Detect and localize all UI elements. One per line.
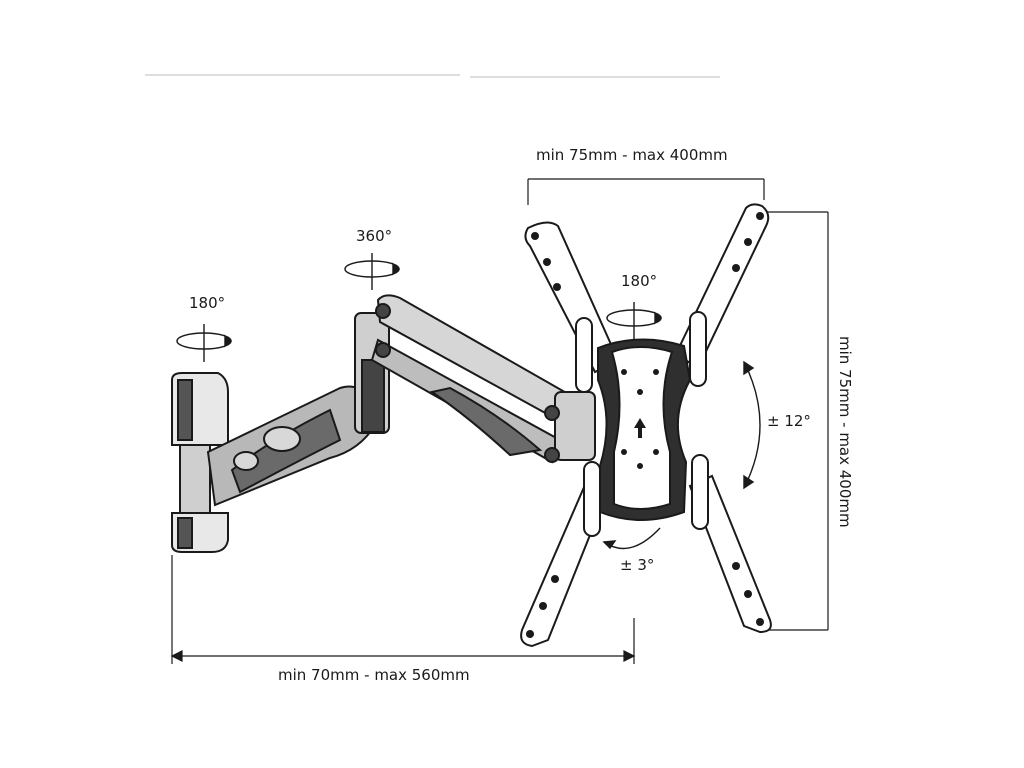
pivot-post [354, 312, 390, 434]
arm-swivel-label: 360° [356, 227, 393, 245]
vesa-plate [520, 203, 772, 648]
tilt-label: ± 12° [767, 412, 811, 430]
upper-arm [370, 294, 596, 464]
rotation-label: ± 3° [620, 556, 655, 574]
depth-dimension-line [170, 555, 636, 664]
top-faint-lines [145, 74, 720, 78]
height-range-label: min 75mm - max 400mm [836, 336, 854, 528]
head-swivel-label: 180° [621, 272, 658, 290]
wall-plate [171, 372, 229, 553]
arm-swivel-icon [344, 253, 401, 290]
lower-arm [206, 385, 377, 507]
head-swivel-icon [606, 302, 663, 340]
wall-swivel-icon [176, 324, 233, 362]
width-range-label: min 75mm - max 400mm [536, 146, 728, 164]
rotation-arc [602, 527, 661, 550]
depth-range-label: min 70mm - max 560mm [278, 666, 470, 684]
wall-swivel-label: 180° [189, 294, 226, 312]
tilt-arc [743, 360, 761, 490]
width-dimension-line [527, 178, 765, 205]
